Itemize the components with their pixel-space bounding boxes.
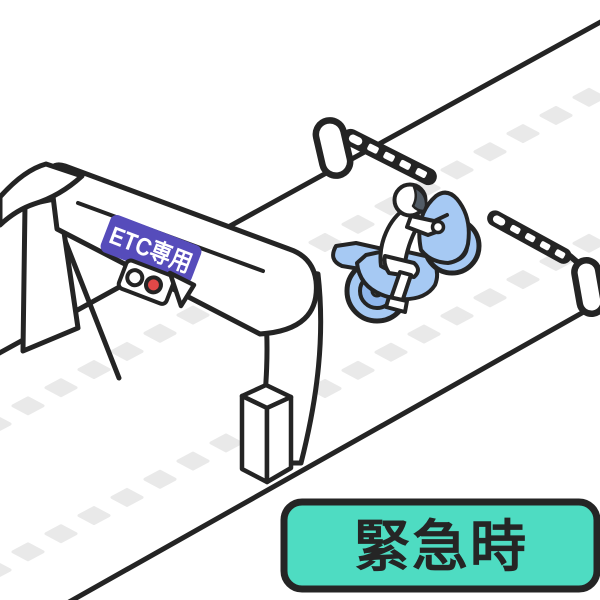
lane-dash — [77, 360, 111, 380]
road-edge-lines — [0, 19, 600, 600]
lane-dash — [473, 142, 507, 162]
barrier-post-left — [312, 117, 354, 179]
emergency-button-label: 緊急時 — [354, 515, 528, 578]
indicator-light-off — [125, 268, 145, 288]
toll-box-right-face — [264, 394, 294, 485]
barrier-arm-right-stripes — [492, 215, 566, 259]
lane-dash — [143, 323, 177, 343]
lane-dash — [44, 524, 78, 544]
road-line-far — [0, 19, 600, 356]
barrier-arm-left-stripes — [348, 134, 428, 178]
lane-dash — [176, 451, 210, 471]
indicator-light-on — [143, 275, 163, 295]
lane-dash — [473, 288, 507, 308]
toll-machine-box — [239, 382, 294, 485]
lane-dash — [407, 324, 441, 344]
lane-dash — [11, 396, 45, 416]
etc-gate: ETC専用 — [0, 161, 324, 466]
gate-indicator-lights — [116, 258, 177, 306]
lane-dash — [110, 487, 144, 507]
lane-dash — [110, 341, 144, 361]
lane-dash — [308, 233, 342, 252]
lane-dash — [572, 87, 600, 107]
toll-box-left-face — [239, 393, 270, 485]
lane-dash — [209, 433, 243, 453]
lane-dash — [77, 506, 111, 526]
helmet-visor — [411, 185, 428, 213]
emergency-button-plate[interactable] — [280, 498, 600, 593]
lane-dash — [11, 542, 45, 562]
lane-dash — [176, 305, 210, 325]
lane-dash — [341, 360, 375, 380]
gate-far-member — [0, 161, 85, 228]
rider-arm — [405, 214, 441, 237]
gate-bracket — [167, 270, 197, 309]
lane-dash — [440, 306, 474, 326]
barrier-post-right — [571, 256, 600, 318]
lane-dash — [0, 562, 12, 578]
rider-hand — [430, 219, 446, 235]
rider-thigh — [382, 254, 420, 279]
barrier-gate-left — [312, 117, 437, 186]
etc-sign-plate — [100, 214, 202, 284]
lane-dash — [0, 416, 12, 432]
road-line-near — [67, 299, 600, 600]
lane-dash — [539, 105, 573, 125]
lane-dash — [341, 214, 375, 234]
motorcycle — [331, 182, 482, 324]
lane-dash — [506, 270, 540, 290]
emergency-button[interactable]: 緊急時 — [280, 498, 600, 593]
lane-dash — [374, 342, 408, 362]
lane-dash — [143, 469, 177, 489]
rider-boot — [384, 295, 409, 314]
rider — [378, 182, 446, 314]
lane-dash — [572, 233, 600, 253]
lane-dash — [440, 160, 474, 180]
barrier-gate-right — [487, 210, 600, 318]
lane-dash — [44, 378, 78, 398]
lane-dash — [506, 124, 540, 144]
